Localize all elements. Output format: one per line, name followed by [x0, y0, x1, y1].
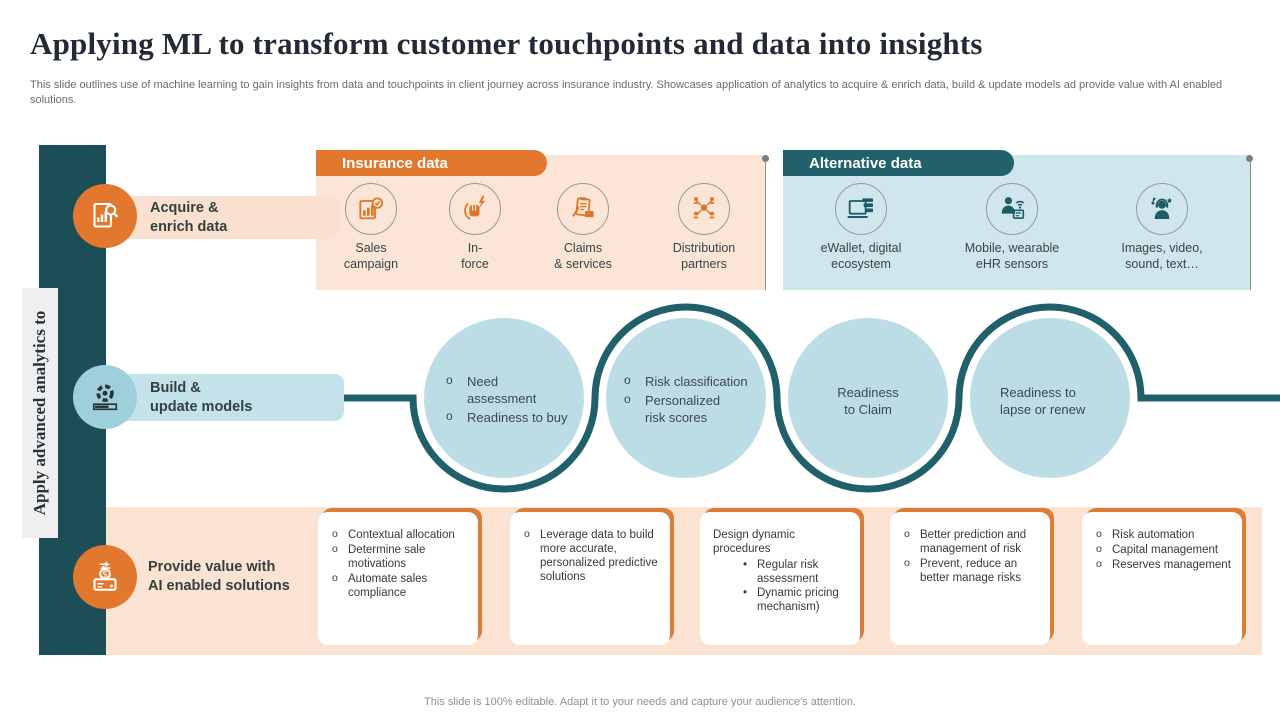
insurance-item-claims-services: Claims & services: [523, 183, 643, 272]
model-circle-1-bullets: Need assessment Readiness to buy: [444, 372, 574, 428]
value-card-5-bullets: Risk automation Capital management Reser…: [1095, 527, 1232, 572]
bullet-item: Determine sale motivations: [331, 542, 468, 571]
model-circle-2-bullets: Risk classification Personalized risk sc…: [622, 372, 767, 428]
acquire-enrich-icon: [73, 184, 137, 248]
insurance-item-label: Claims & services: [554, 241, 612, 271]
svg-text:$: $: [102, 569, 108, 580]
insurance-data-tab: Insurance data: [316, 150, 547, 176]
value-card-4-bullets: Better prediction and management of risk…: [903, 527, 1040, 585]
alternative-item-label: Mobile, wearable eHR sensors: [964, 241, 1060, 271]
value-card-1: Contextual allocation Determine sale mot…: [318, 512, 478, 645]
model-circle-3-text: Readiness to Claim: [837, 385, 899, 417]
row-label-provide-value: Provide value with AI enabled solutions: [148, 559, 290, 594]
bullet-item: Contextual allocation: [331, 527, 468, 542]
alternative-data-tab-label: Alternative data: [809, 154, 922, 172]
bullet-item: Reserves management: [1095, 557, 1232, 572]
bullet-item: Readiness to buy: [444, 408, 574, 426]
ewallet-icon: [835, 183, 887, 235]
footer-note: This slide is 100% editable. Adapt it to…: [424, 696, 856, 708]
model-circle-4: [970, 318, 1130, 478]
value-card-5: Risk automation Capital management Reser…: [1082, 512, 1242, 645]
row-label-text: Build & update models: [150, 379, 253, 415]
claims-services-icon: [557, 183, 609, 235]
bullet-item: Personalized risk scores: [622, 391, 767, 426]
provide-value-icon: $: [73, 545, 137, 609]
sales-campaign-icon: [345, 183, 397, 235]
build-update-models-icon: [73, 365, 137, 429]
insurance-data-tab-label: Insurance data: [342, 154, 448, 172]
bullet-item: Capital management: [1095, 542, 1232, 557]
bullet-item: Risk automation: [1095, 527, 1232, 542]
model-circle-3: [788, 318, 948, 478]
value-card-3-heading: Design dynamic procedures: [713, 529, 795, 555]
in-force-icon: [449, 183, 501, 235]
bullet-item: Prevent, reduce an better manage risks: [903, 556, 1040, 585]
row-label-text: Acquire & enrich data: [150, 199, 228, 235]
row-label-build-update: Build & update models: [118, 374, 344, 421]
bullet-item: Leverage data to build more accurate, pe…: [523, 527, 660, 584]
page-subtitle: This slide outlines use of machine learn…: [30, 79, 1223, 106]
pin-dot-icon: [1246, 155, 1253, 162]
value-card-3: Design dynamic procedures Regular risk a…: [700, 512, 860, 645]
alternative-item-ewallet: eWallet, digital ecosystem: [786, 183, 936, 272]
bullet-item: Better prediction and management of risk: [903, 527, 1040, 556]
value-strip: [106, 507, 1262, 655]
mobile-wearable-icon: [986, 183, 1038, 235]
value-card-2-bullets: Leverage data to build more accurate, pe…: [523, 527, 660, 584]
insurance-item-label: Sales campaign: [343, 241, 399, 271]
distribution-partners-icon: [678, 183, 730, 235]
insurance-item-sales-campaign: Sales campaign: [311, 183, 431, 272]
row-label-acquire-enrich: Acquire & enrich data: [118, 196, 339, 239]
value-card-2: Leverage data to build more accurate, pe…: [510, 512, 670, 645]
pin-dot-icon: [762, 155, 769, 162]
vertical-axis-label: Apply advanced analytics to: [22, 288, 58, 538]
sub-bullet-item: Regular risk assessment: [743, 558, 850, 586]
bullet-item: Need assessment: [444, 372, 574, 407]
model-circle-4-text: Readiness to lapse or renew: [1000, 385, 1086, 417]
insurance-item-label: Distribution partners: [672, 241, 736, 271]
value-card-1-bullets: Contextual allocation Determine sale mot…: [331, 527, 468, 600]
alternative-item-images-video-sound: Images, video, sound, text…: [1087, 183, 1237, 272]
alternative-item-mobile-wearable: Mobile, wearable eHR sensors: [937, 183, 1087, 272]
images-video-sound-icon: [1136, 183, 1188, 235]
insurance-item-label: In- force: [461, 241, 489, 271]
bullet-item: Risk classification: [622, 372, 767, 390]
bullet-item: Automate sales compliance: [331, 571, 468, 600]
insurance-item-in-force: In- force: [415, 183, 535, 272]
alternative-data-tab: Alternative data: [783, 150, 1014, 176]
value-card-4: Better prediction and management of risk…: [890, 512, 1050, 645]
alternative-item-label: Images, video, sound, text…: [1121, 241, 1203, 271]
alternative-item-label: eWallet, digital ecosystem: [820, 241, 902, 271]
page-title: Applying ML to transform customer touchp…: [30, 26, 983, 61]
insurance-item-distribution-partners: Distribution partners: [644, 183, 764, 272]
sub-bullet-item: Dynamic pricing mechanism): [743, 586, 850, 614]
value-card-3-sub-bullets: Regular risk assessment Dynamic pricing …: [713, 558, 850, 614]
